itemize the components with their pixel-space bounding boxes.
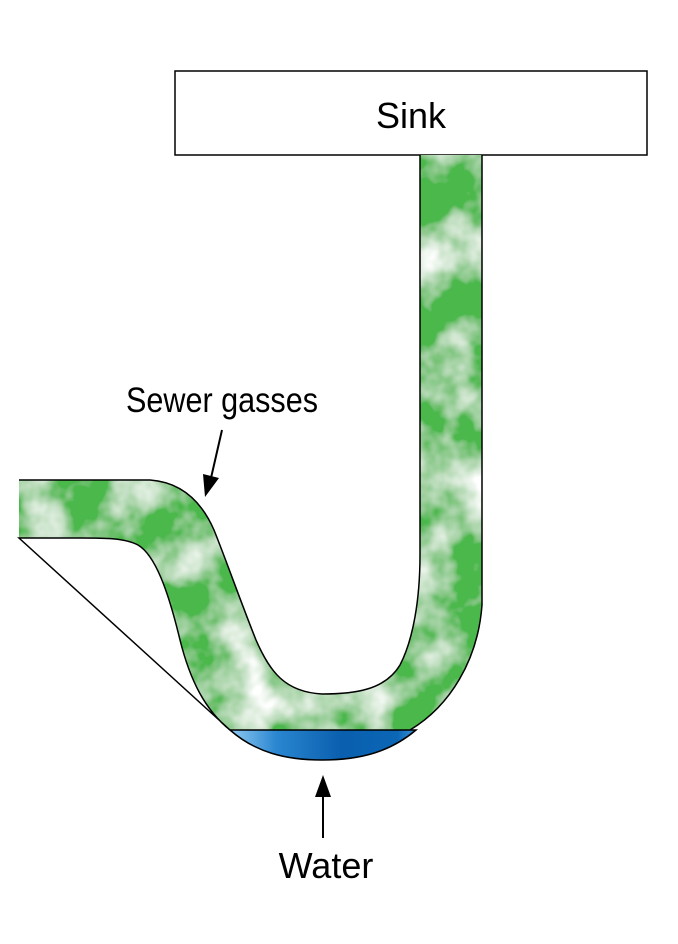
gas-fill <box>19 155 482 730</box>
water-pool <box>228 729 419 761</box>
pipe-outline <box>17 155 483 731</box>
water-arrow <box>315 775 331 838</box>
sewer-gasses-arrow <box>203 429 223 497</box>
sewer-gasses-label: Sewer gasses <box>126 381 318 420</box>
sink-box <box>174 70 648 156</box>
water-label: Water <box>279 845 374 886</box>
sink-label: Sink <box>376 95 447 136</box>
pipe <box>17 155 483 731</box>
